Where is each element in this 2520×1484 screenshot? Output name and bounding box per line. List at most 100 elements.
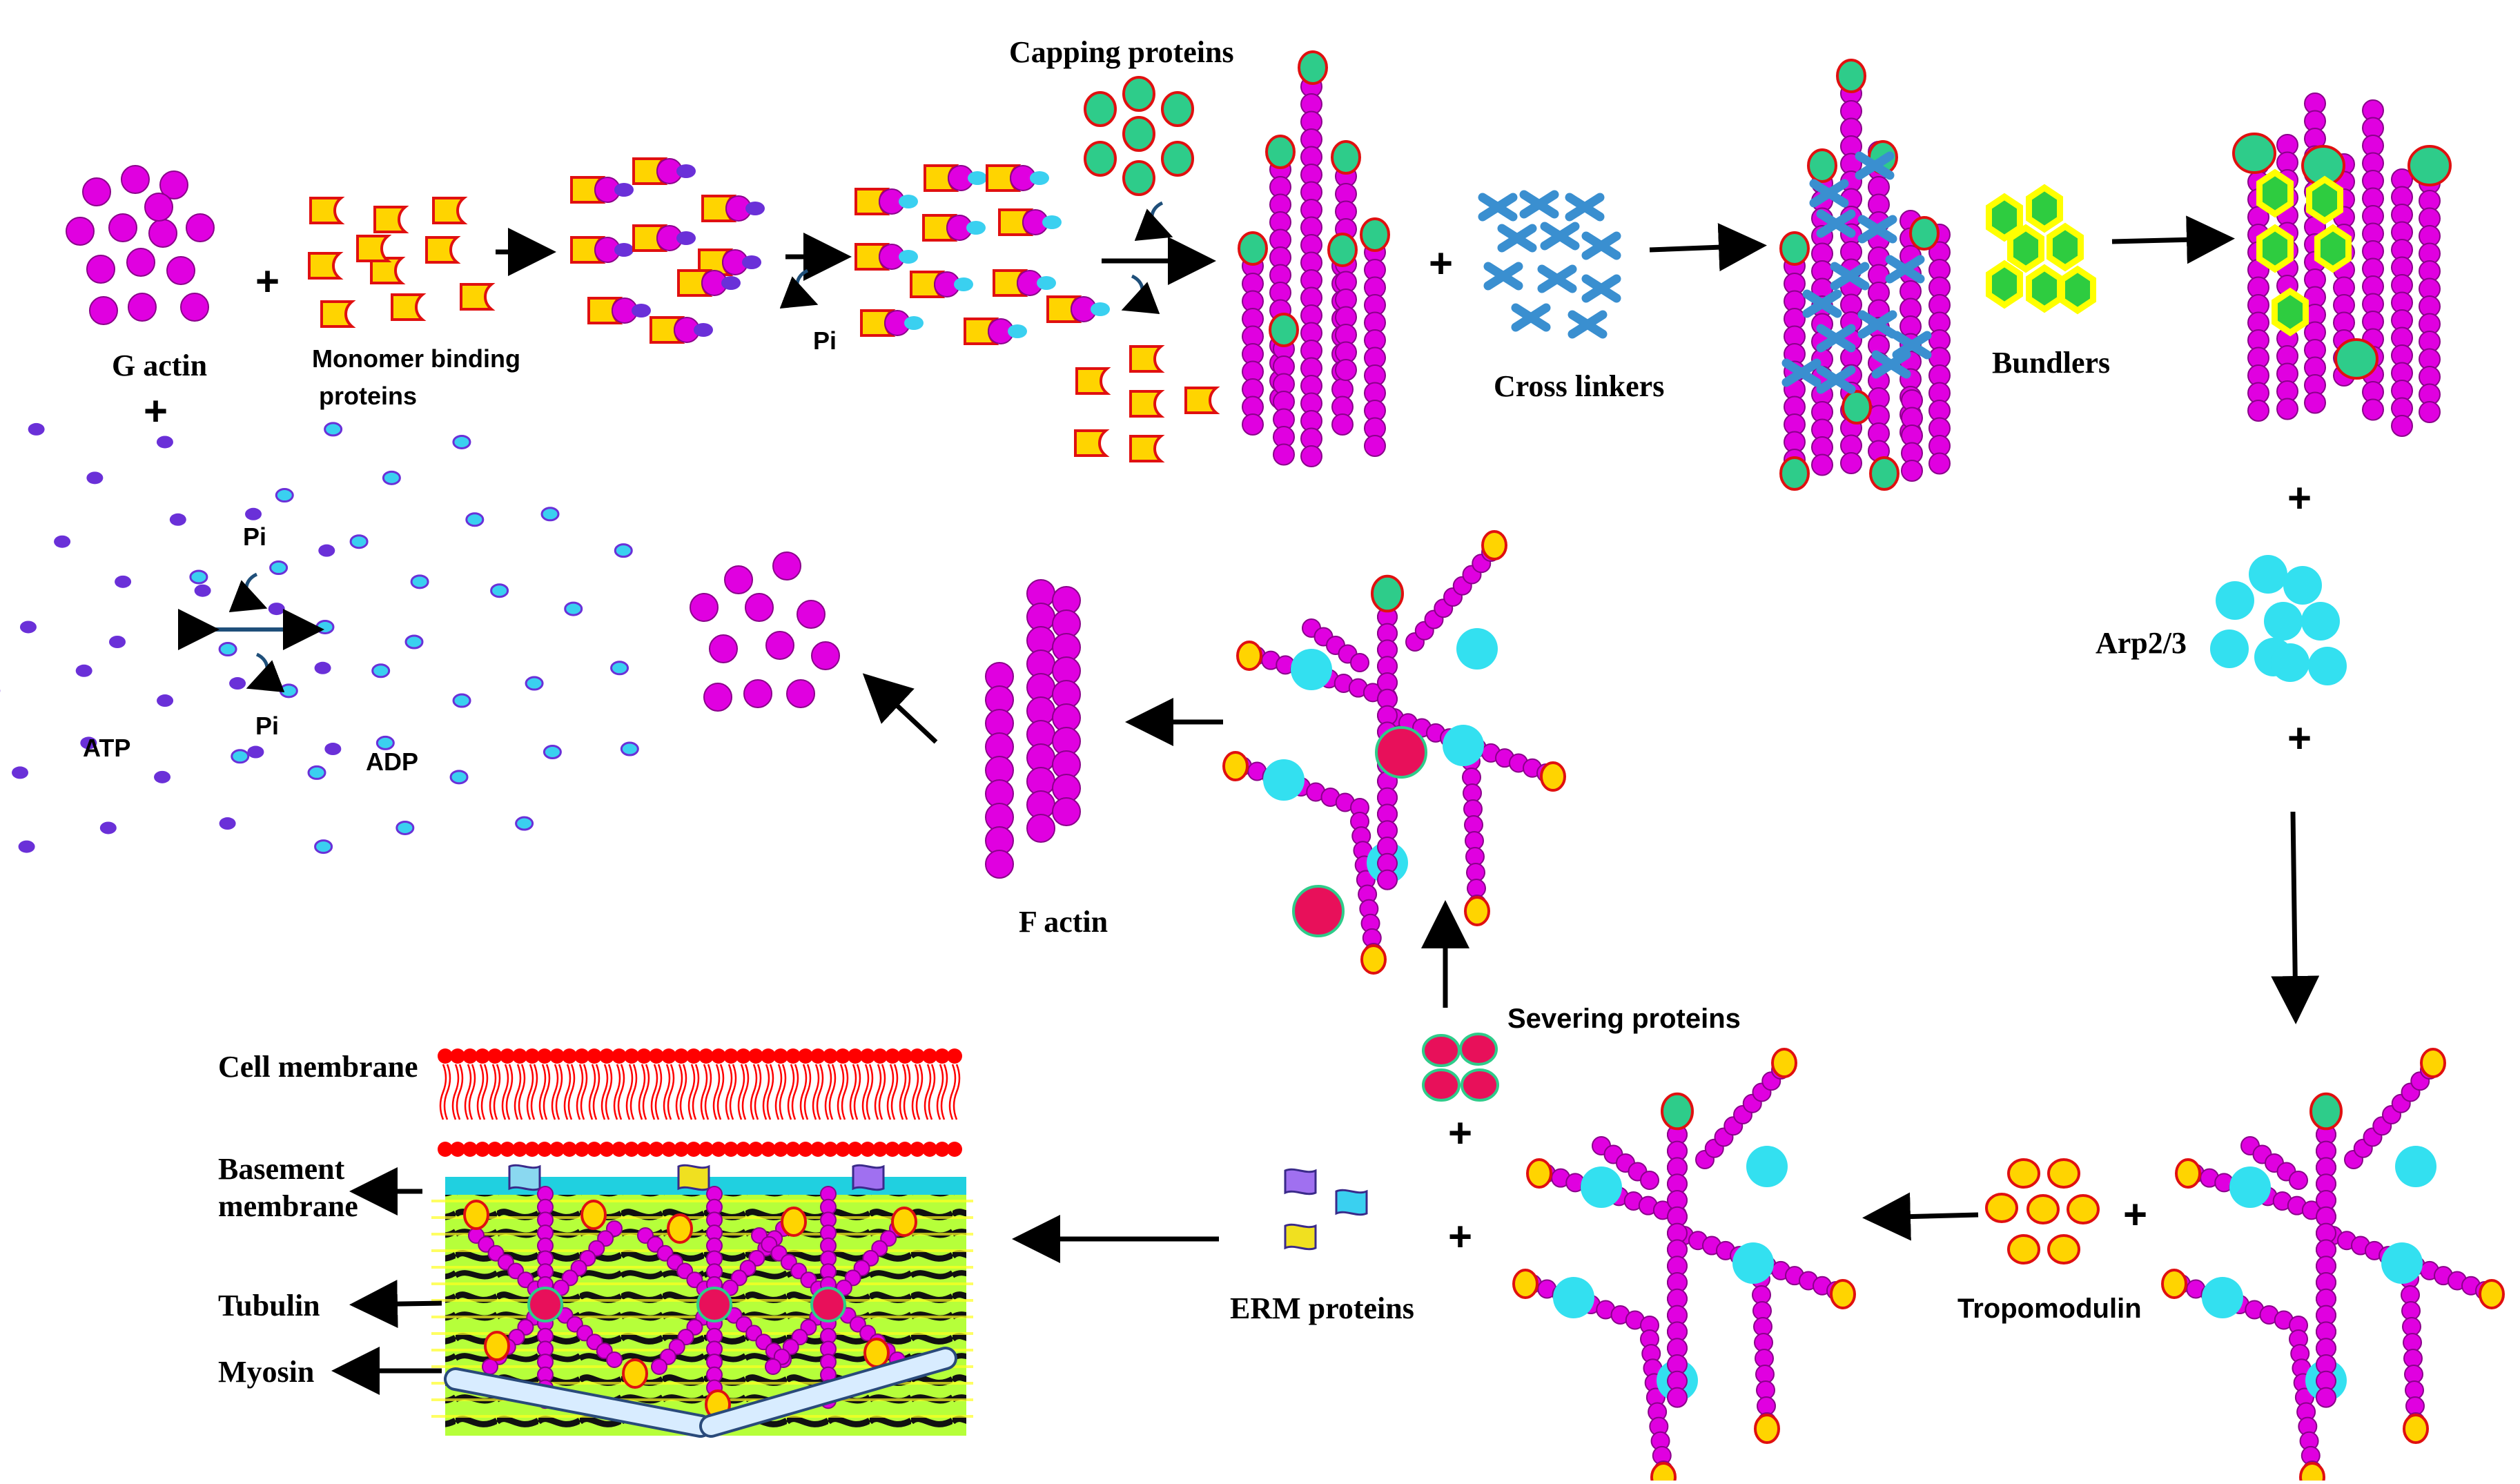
actin-monomer — [90, 297, 117, 324]
actin-monomer — [109, 214, 137, 242]
plus-sign: + — [1429, 243, 1453, 284]
actin-monomer — [1929, 453, 1950, 474]
capping-proteins-label: Capping proteins — [1009, 37, 1234, 68]
actin-monomer — [1351, 654, 1369, 672]
cross-linker — [1516, 308, 1546, 327]
lipid-tail — [540, 1064, 549, 1120]
adp-molecule — [612, 662, 628, 674]
erm-protein — [678, 1165, 709, 1189]
g-actin-cluster — [66, 166, 214, 324]
actin-monomer — [181, 293, 208, 321]
lipid-tail — [838, 1064, 848, 1120]
actin-monomer — [812, 642, 839, 670]
curved-arrow — [1152, 203, 1166, 235]
cross-linker — [1572, 315, 1603, 334]
atp-molecule — [247, 746, 264, 759]
atp-molecule — [268, 603, 285, 615]
bundler-protein — [2029, 188, 2060, 229]
nucleotide — [742, 255, 761, 269]
adp-molecule — [383, 471, 400, 484]
atp-molecule — [315, 662, 331, 674]
adp-molecule — [411, 576, 428, 588]
lipid-tail — [801, 1064, 810, 1120]
end-cap — [782, 1208, 805, 1236]
capping-protein — [1162, 92, 1193, 126]
bundler-protein — [2010, 228, 2041, 269]
arp23-protein — [1443, 725, 1484, 766]
bundler-protein — [2259, 173, 2290, 214]
tropomodulin-protein — [2028, 1195, 2058, 1223]
monomer-binding-protein — [1131, 346, 1161, 371]
end-cap — [623, 1360, 647, 1387]
plus-sign: + — [1448, 1216, 1472, 1258]
adp-molecule — [467, 514, 483, 526]
arp23-protein — [2283, 566, 2322, 605]
actin-monomer — [2316, 1388, 2336, 1407]
depolymerized-actin — [690, 552, 839, 711]
actin-monomer — [1301, 446, 1322, 467]
tropomodulin-protein — [1986, 1194, 2017, 1222]
cross-linker — [1586, 279, 1616, 298]
atp-label: ATP — [83, 736, 130, 761]
end-cap — [1541, 763, 1565, 790]
bundled-filaments — [2234, 93, 2450, 436]
actin-monomer — [745, 594, 773, 621]
actin-monomer — [1668, 1388, 1687, 1407]
adp-molecule — [397, 821, 413, 834]
lipid-tail — [614, 1064, 624, 1120]
cell-membrane-label: Cell membrane — [218, 1052, 418, 1082]
adp-molecule — [453, 436, 470, 448]
atp-molecule — [109, 636, 126, 648]
branched-network-tropomodulin — [1514, 1049, 1855, 1481]
tropomodulin-cluster — [1986, 1160, 2098, 1263]
tropomodulin-protein — [2009, 1236, 2039, 1263]
actin-monomer — [127, 248, 155, 276]
cross-linker-cluster — [1483, 195, 1616, 334]
adp-molecule — [542, 508, 558, 520]
nucleotide — [966, 221, 986, 235]
tropomodulin-protein — [2068, 1195, 2098, 1223]
arrow — [870, 680, 936, 742]
lipid-tail — [440, 1064, 450, 1120]
arp23-protein — [2210, 629, 2249, 668]
atp-molecule — [170, 514, 186, 526]
capped-filaments — [1239, 52, 1389, 467]
plus-sign: + — [255, 261, 280, 302]
arp23-protein — [2271, 643, 2309, 682]
plus-sign: + — [1448, 1113, 1472, 1154]
adp-molecule — [219, 643, 236, 656]
actin-monomer — [766, 632, 794, 659]
capping-protein-cluster — [1085, 77, 1193, 195]
monomer-binding-protein — [1077, 369, 1107, 393]
atp-molecule — [20, 621, 37, 633]
capping-protein — [1329, 234, 1356, 266]
lipid-tail — [465, 1064, 475, 1120]
lipid-tail — [478, 1064, 487, 1120]
actin-monomer — [1365, 436, 1385, 456]
capping-protein — [1162, 142, 1193, 175]
end-cap — [1238, 642, 1261, 670]
capping-protein — [2409, 146, 2450, 185]
actin-monomer — [167, 257, 195, 284]
capping-protein — [1361, 219, 1389, 251]
nucleotide — [1008, 324, 1027, 338]
lipid-tail — [826, 1064, 835, 1120]
cross-linkers-label: Cross linkers — [1494, 371, 1664, 402]
arp23-protein — [2202, 1277, 2243, 1318]
lipid-tail — [627, 1064, 636, 1120]
adp-molecule — [317, 621, 333, 633]
capping-protein — [1843, 391, 1871, 423]
end-cap — [582, 1201, 605, 1229]
adp-molecule — [453, 694, 470, 707]
severing-proteins-label: Severing proteins — [1507, 1005, 1741, 1033]
end-cap — [1465, 897, 1489, 925]
bundler-protein — [2309, 179, 2340, 221]
cross-linker — [1488, 266, 1518, 286]
arrow — [1872, 1215, 1978, 1218]
lipid-tail — [912, 1064, 922, 1120]
severing-protein-cluster — [1423, 1034, 1498, 1100]
plus-sign: + — [2287, 718, 2312, 759]
monomer-binding-protein — [309, 253, 340, 278]
bundler-protein — [1989, 264, 2020, 305]
